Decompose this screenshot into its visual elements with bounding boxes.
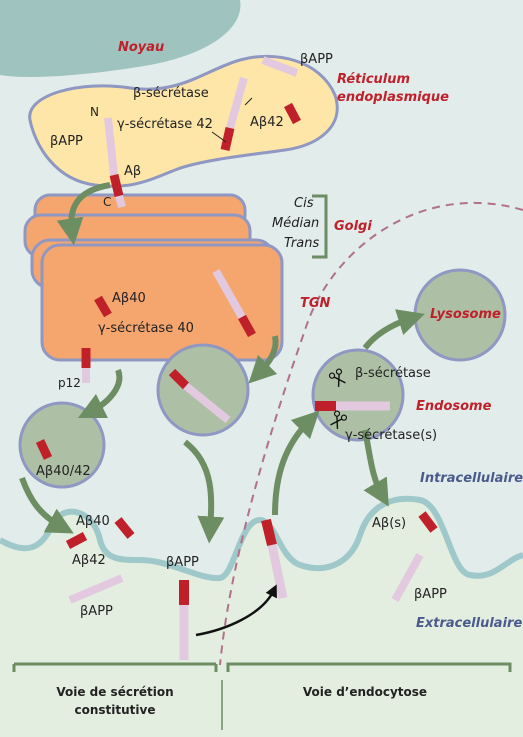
vesicle-left bbox=[18, 401, 106, 489]
app-membrane-label: βAPP bbox=[166, 555, 199, 570]
nucleus bbox=[0, 0, 241, 77]
extracellular-label: Extracellulaire bbox=[416, 616, 523, 631]
internalization-arrow bbox=[195, 584, 277, 637]
endosome-label: Endosome bbox=[416, 399, 492, 414]
intracellular-label: Intracellulaire bbox=[420, 471, 523, 486]
beta-secretase-er-label: β-sécrétase bbox=[133, 86, 209, 101]
er-label-line1: Réticulum bbox=[337, 72, 411, 87]
tgn-label: TGN bbox=[300, 296, 331, 311]
ab40-pocket-label: Aβ40 bbox=[76, 514, 110, 529]
n-terminus-label: N bbox=[90, 105, 99, 119]
beta-secretase-pointer bbox=[244, 97, 253, 106]
lysosome-label: Lysosome bbox=[430, 307, 501, 322]
scissors-icon bbox=[330, 410, 348, 429]
app-outside-right-label: βAPP bbox=[414, 587, 447, 602]
ab42-er-label: Aβ42 bbox=[250, 115, 284, 130]
gamma-secretase-42-label: γ-sécrétase 42 bbox=[117, 117, 213, 132]
gamma-secretases-label: γ-sécrétase(s) bbox=[345, 428, 438, 443]
app-molecules bbox=[35, 56, 438, 660]
app-er-label: βAPP bbox=[300, 52, 333, 67]
trans-label: Trans bbox=[284, 236, 320, 251]
nucleus-label: Noyau bbox=[118, 40, 165, 55]
beta-secretase-endo-label: β-sécrétase bbox=[355, 366, 431, 381]
golgi-label: Golgi bbox=[334, 219, 372, 234]
gamma-secretase-40-label: γ-sécrétase 40 bbox=[98, 321, 194, 336]
endocytosis-bracket bbox=[226, 662, 512, 672]
p12-label: p12 bbox=[58, 376, 81, 390]
median-label: Médian bbox=[272, 216, 320, 231]
transport-arrows bbox=[19, 182, 425, 544]
secretion-pathway-title-2: constitutive bbox=[74, 703, 156, 717]
endocytosis-pathway-title: Voie d’endocytose bbox=[302, 685, 428, 699]
scissors-icon bbox=[328, 368, 346, 387]
secretion-bracket bbox=[12, 662, 218, 672]
app-er-left-label: βAPP bbox=[50, 134, 83, 149]
cis-label: Cis bbox=[294, 196, 314, 211]
vesicle-tgn bbox=[156, 343, 250, 437]
er-label-line2: endoplasmique bbox=[337, 90, 449, 105]
c-terminus-label: C bbox=[103, 195, 112, 209]
golgi-bracket bbox=[312, 194, 328, 259]
endosome bbox=[311, 348, 405, 442]
gamma-secretase-pointer bbox=[211, 131, 227, 143]
ab42-pocket-label: Aβ42 bbox=[72, 553, 106, 568]
ab40-golgi-label: Aβ40 bbox=[112, 291, 146, 306]
app-outside-left-label: βAPP bbox=[80, 604, 113, 619]
abeta-er-label: Aβ bbox=[124, 164, 142, 179]
vesicle-ab40-42-label: Aβ40/42 bbox=[36, 464, 91, 479]
abeta-s-label: Aβ(s) bbox=[372, 516, 407, 531]
secretion-pathway-title-1: Voie de sécrétion bbox=[56, 685, 174, 699]
plasma-membrane bbox=[0, 495, 523, 582]
